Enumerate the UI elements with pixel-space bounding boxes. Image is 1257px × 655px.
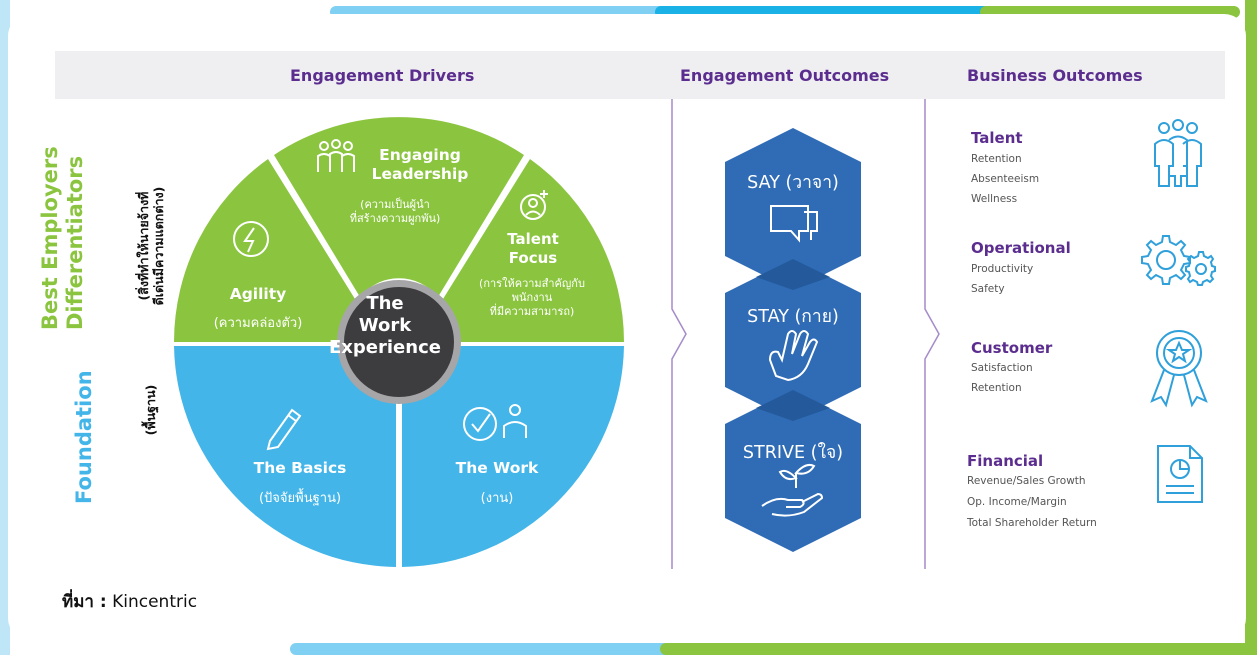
bo-financial-item: Revenue/Sales Growth <box>967 475 1086 487</box>
header-business-outcomes: Business Outcomes <box>967 66 1143 85</box>
side-label-foundation: Foundation <box>72 370 96 504</box>
award-ribbon-icon <box>1150 330 1208 408</box>
separator-right-chevron <box>924 99 940 569</box>
bo-customer-item: Retention <box>971 382 1022 394</box>
side-label-line: Best Employers <box>38 146 62 330</box>
bo-talent-item: Wellness <box>971 193 1018 205</box>
segment-the-basics <box>174 346 396 567</box>
center-circle <box>344 287 454 397</box>
segment-talent-th: (การให้ความสำคัญกับ พนักงาน ที่มีความสาม… <box>462 277 602 319</box>
bo-operational-item: Productivity <box>971 263 1034 275</box>
side-label-differentiators-th: (สิ่งที่ทำให้นายจ้างที่ ดีเด่นมีความแตกต… <box>136 178 168 314</box>
people-group-icon <box>317 139 355 172</box>
side-label-line: (สิ่งที่ทำให้นายจ้างที่ <box>136 191 151 301</box>
segment-th-line: ที่สร้างความผูกพัน) <box>349 212 441 225</box>
segment-agility-title: Agility <box>229 285 287 303</box>
hex-overlap <box>756 390 830 421</box>
frame-accent <box>290 643 670 655</box>
person-plus-icon <box>520 190 548 220</box>
outcome-stay-label: STAY (กาย) <box>747 307 839 327</box>
side-label-differentiators: Best Employers Differentiators <box>38 146 92 330</box>
outcome-strive-label: STRIVE (ใจ) <box>742 443 844 463</box>
work-experience-wheel <box>173 117 624 567</box>
bo-talent-item: Absenteeism <box>971 173 1040 185</box>
center-label-line: Experience <box>329 337 441 358</box>
segment-talent-title: Talent Focus <box>478 230 588 268</box>
source-label: ที่มา : <box>62 592 107 612</box>
segment-th-line: ที่มีความสามารถ) <box>489 305 575 318</box>
hex-say <box>725 128 861 290</box>
bo-customer-title: Customer <box>971 339 1053 357</box>
segment-th-line: (ความเป็นผู้นำ <box>360 198 430 211</box>
segment-engaging-leadership <box>274 117 524 297</box>
speech-bubble-icon <box>770 205 818 243</box>
hex-strive <box>725 390 861 552</box>
checkmark-person-icon <box>463 404 527 441</box>
bo-talent-item: Retention <box>971 153 1022 165</box>
hex-stay <box>725 259 861 421</box>
gears-icon <box>1141 235 1216 286</box>
segment-th-line: (การให้ความสำคัญกับ <box>479 277 585 290</box>
side-label-foundation-th: (พื้นฐาน) <box>143 384 158 436</box>
center-label-line: Work <box>358 315 412 336</box>
side-label-line: ดีเด่นมีความแตกต่าง) <box>151 186 166 306</box>
bo-financial-item: Total Shareholder Return <box>967 517 1097 529</box>
bo-customer-item: Satisfaction <box>971 362 1033 374</box>
segment-work-title: The Work <box>455 459 539 477</box>
frame-accent <box>660 643 1250 655</box>
bo-operational-item: Safety <box>971 283 1005 295</box>
center-label: The Work Experience <box>326 293 444 359</box>
separator-left-chevron <box>671 99 687 569</box>
report-chart-icon <box>1157 445 1203 503</box>
center-label-line: The <box>366 293 404 314</box>
segment-the-work <box>402 346 624 567</box>
lightning-icon <box>233 221 269 257</box>
frame-left-edge <box>0 0 10 655</box>
header-engagement-drivers: Engagement Drivers <box>290 66 475 85</box>
source-note: ที่มา : Kincentric <box>62 588 197 615</box>
segment-talent-focus <box>443 159 624 342</box>
bo-financial-title: Financial <box>967 452 1044 470</box>
hand-icon <box>768 330 819 382</box>
segment-work-th: (งาน) <box>480 491 514 506</box>
header-band <box>55 51 1225 99</box>
hand-plant-icon <box>761 463 824 517</box>
segment-basics-title: The Basics <box>253 459 347 477</box>
segment-basics-th: (ปัจจัยพื้นฐาน) <box>258 491 342 506</box>
segment-title-line: Leadership <box>371 165 469 183</box>
segment-title-line: Talent <box>507 230 559 248</box>
side-label-line: Differentiators <box>63 155 87 330</box>
bo-operational-title: Operational <box>971 239 1071 257</box>
bo-talent-title: Talent <box>971 129 1023 147</box>
people-icon <box>1154 119 1202 187</box>
header-engagement-outcomes: Engagement Outcomes <box>680 66 890 85</box>
bo-financial-item: Op. Income/Margin <box>967 496 1067 508</box>
segment-agility-th: (ความคล่องตัว) <box>213 316 303 331</box>
engagement-outcomes-stack <box>725 128 861 552</box>
hex-overlap <box>756 259 830 290</box>
pencil-icon <box>266 408 302 451</box>
segment-title-line: Focus <box>508 249 558 267</box>
frame-right-edge <box>1245 0 1257 655</box>
segment-leadership-title: Engaging Leadership <box>350 146 490 184</box>
segment-title-line: Engaging <box>379 146 461 164</box>
outcomes-separators <box>671 99 940 569</box>
segment-th-line: พนักงาน <box>511 291 553 304</box>
source-value: Kincentric <box>112 592 198 612</box>
segment-leadership-th: (ความเป็นผู้นำ ที่สร้างความผูกพัน) <box>320 198 470 226</box>
outcome-say-label: SAY (วาจา) <box>747 173 839 193</box>
